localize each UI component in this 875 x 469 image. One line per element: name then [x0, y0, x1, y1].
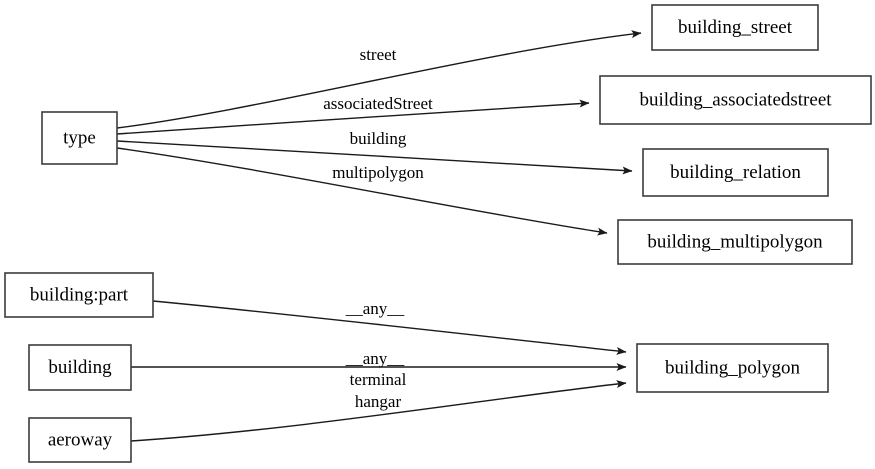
edge-label-e5: __any__ — [345, 299, 405, 318]
node-box-building_polygon[interactable] — [636, 343, 829, 393]
edge-type-to-building_street — [116, 30, 642, 129]
node-box-building_associatedstreet[interactable] — [599, 75, 872, 125]
node-label-aeroway: aeroway — [48, 429, 113, 450]
node-building_associatedstreet[interactable]: building_associatedstreet — [599, 75, 872, 125]
node-building_street[interactable]: building_street — [651, 4, 819, 51]
edge-type-to-building_multipolygon — [116, 147, 608, 236]
edge-label-e7: terminal — [350, 370, 407, 389]
node-building_multipolygon[interactable]: building_multipolygon — [617, 219, 853, 265]
edge-label-e2: associatedStreet — [323, 94, 433, 113]
node-label-building_part: building:part — [30, 284, 129, 305]
node-label-building_relation: building_relation — [670, 162, 801, 183]
node-label-building: building — [48, 357, 112, 378]
edge-label-e3: building — [350, 129, 407, 148]
node-box-building_relation[interactable] — [642, 148, 829, 197]
edge-type-to-building_relation — [116, 140, 633, 175]
node-label-building_street: building_street — [678, 17, 793, 38]
edge-aeroway-to-building_polygon — [130, 380, 627, 442]
edge-building_part-to-building_polygon — [152, 300, 627, 355]
node-label-type: type — [63, 127, 96, 148]
node-building_polygon[interactable]: building_polygon — [636, 343, 829, 393]
node-box-building_street[interactable] — [651, 4, 819, 51]
node-label-building_polygon: building_polygon — [665, 357, 801, 378]
node-type[interactable]: type — [41, 111, 118, 165]
node-box-type[interactable] — [41, 111, 118, 165]
node-box-building_part[interactable] — [4, 272, 154, 318]
edge-label-e4: multipolygon — [332, 163, 424, 182]
edge-label-e1: street — [360, 45, 397, 64]
node-box-building_multipolygon[interactable] — [617, 219, 853, 265]
node-building_part[interactable]: building:part — [4, 272, 154, 318]
edge-type-to-building_associatedstreet — [116, 99, 590, 135]
nodes-layer: type building_street building_associatedst… — [4, 4, 872, 463]
edges-layer — [116, 30, 642, 442]
edge-labels-layer: street associatedStreet building multipolyg… — [323, 45, 433, 411]
node-label-building_associatedstreet: building_associatedstreet — [639, 89, 832, 110]
edge-label-e7: hangar — [355, 392, 402, 411]
node-aeroway[interactable]: aeroway — [28, 417, 132, 463]
node-box-aeroway[interactable] — [28, 417, 132, 463]
node-building_relation[interactable]: building_relation — [642, 148, 829, 197]
node-label-building_multipolygon: building_multipolygon — [647, 231, 823, 252]
node-building[interactable]: building — [28, 344, 132, 391]
edge-label-e6: __any__ — [345, 349, 405, 368]
node-box-building[interactable] — [28, 344, 132, 391]
